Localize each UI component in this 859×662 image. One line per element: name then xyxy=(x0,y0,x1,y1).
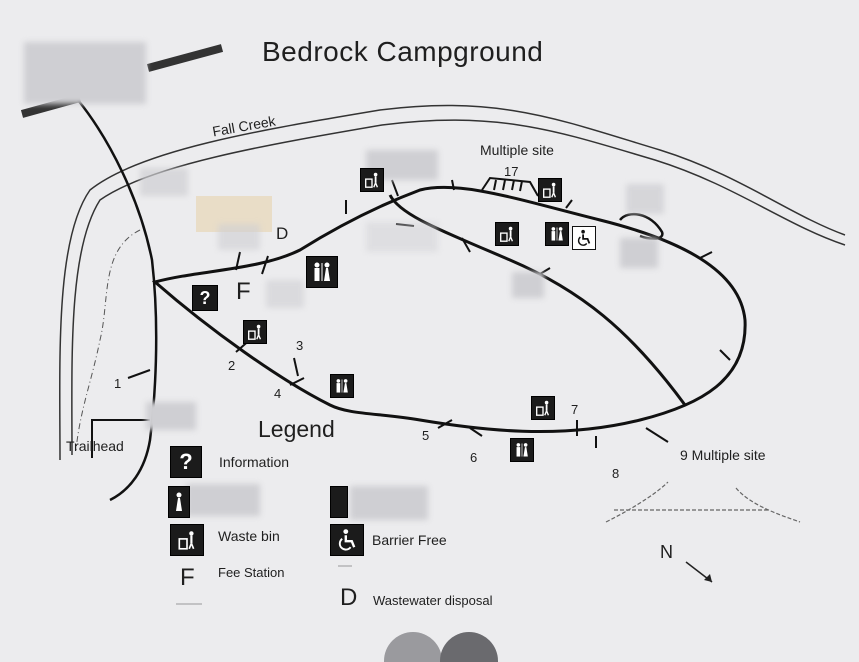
legend-wastewater-letter: D xyxy=(340,584,358,611)
redacted-patch xyxy=(266,280,304,308)
trailhead-label: Trailhead xyxy=(66,438,124,454)
spur-ne xyxy=(699,251,713,259)
site-number: 3 xyxy=(296,338,304,353)
redacted-patch xyxy=(366,222,438,252)
legend-waste-bin-label: Waste bin xyxy=(218,528,280,544)
legend-fee-station-label: Fee Station xyxy=(218,565,285,580)
spur-d-left xyxy=(235,251,241,271)
campground-loop xyxy=(151,185,747,434)
site-spur-6 xyxy=(469,427,483,437)
spur-d-right xyxy=(261,255,269,275)
site-spur-9 xyxy=(645,427,669,443)
site-spur-1 xyxy=(127,369,151,379)
redacted-patch xyxy=(146,402,196,430)
site-spur-3 xyxy=(293,357,299,377)
legend-fee-letter: F xyxy=(180,564,195,591)
site-9-terrain xyxy=(605,481,801,523)
restroom-icon xyxy=(545,222,569,246)
map-title: Bedrock Campground xyxy=(262,36,544,67)
redacted-patch xyxy=(24,42,146,104)
spur-inner-a xyxy=(395,223,415,227)
site-number: 8 xyxy=(612,466,620,481)
site-number: 2 xyxy=(228,358,236,373)
multiple-site-9-label: 9 Multiple site xyxy=(680,447,766,463)
site-number: 4 xyxy=(274,386,282,401)
fee-station-marker: F xyxy=(236,278,251,305)
redacted-patch xyxy=(186,484,260,516)
legend-information-label: Information xyxy=(219,454,290,470)
waste-bin-icon xyxy=(495,222,519,246)
spur-inner-b xyxy=(461,237,471,253)
waste-bin-icon xyxy=(170,524,204,556)
information-icon: ? xyxy=(192,285,218,311)
site-spur-4 xyxy=(289,377,305,386)
restroom-icon xyxy=(330,374,354,398)
trail-dashed xyxy=(75,229,141,451)
site-spur-5 xyxy=(437,419,453,429)
waste-bin-icon xyxy=(243,320,267,344)
waste-bin-icon xyxy=(360,168,384,192)
barrier-free-icon xyxy=(572,226,596,250)
site-17-tick-b xyxy=(502,179,506,191)
redacted-patch xyxy=(620,238,658,268)
restroom-icon xyxy=(330,486,348,518)
barrier-free-icon xyxy=(330,524,364,556)
site-number: 5 xyxy=(422,428,430,443)
spur-east xyxy=(719,349,731,361)
north-arrow-head xyxy=(704,574,712,582)
redacted-patch xyxy=(512,272,544,298)
site-number: 6 xyxy=(470,450,478,465)
creek-outer xyxy=(59,104,846,461)
inner-road xyxy=(388,194,687,406)
legend-title: Legend xyxy=(258,416,335,442)
redacted-patch xyxy=(350,486,428,520)
site-17-tick-c xyxy=(511,179,515,191)
restroom-icon xyxy=(510,438,534,462)
redacted-patch xyxy=(626,184,664,214)
restroom-icon xyxy=(306,256,338,288)
redacted-patch xyxy=(218,224,260,250)
spur-top-b xyxy=(391,179,399,197)
restroom-icon xyxy=(168,486,190,518)
site-number: 1 xyxy=(114,376,122,391)
legend-wastewater-label: Wastewater disposal xyxy=(373,593,493,608)
dump-station-marker: D xyxy=(276,224,289,243)
site-17-number: 17 xyxy=(504,164,519,179)
trailhead-path xyxy=(91,419,150,458)
legend-barrier-free-label: Barrier Free xyxy=(372,532,447,548)
redacted-patch xyxy=(140,168,188,196)
access-road xyxy=(77,99,158,502)
waste-bin-icon xyxy=(538,178,562,202)
site-17-tick-d xyxy=(519,180,523,192)
site-number: 7 xyxy=(571,402,579,417)
top-bar-mark xyxy=(146,44,224,72)
site-17-tick-a xyxy=(493,179,497,191)
multiple-site-17-label: Multiple site xyxy=(480,142,554,158)
spur-top-d xyxy=(565,199,573,209)
information-icon: ? xyxy=(170,446,202,478)
site-17-pad xyxy=(481,176,539,197)
creek-inner xyxy=(71,119,846,456)
spur-top-c xyxy=(451,179,455,191)
north-label: N xyxy=(660,542,673,562)
waste-bin-icon xyxy=(531,396,555,420)
